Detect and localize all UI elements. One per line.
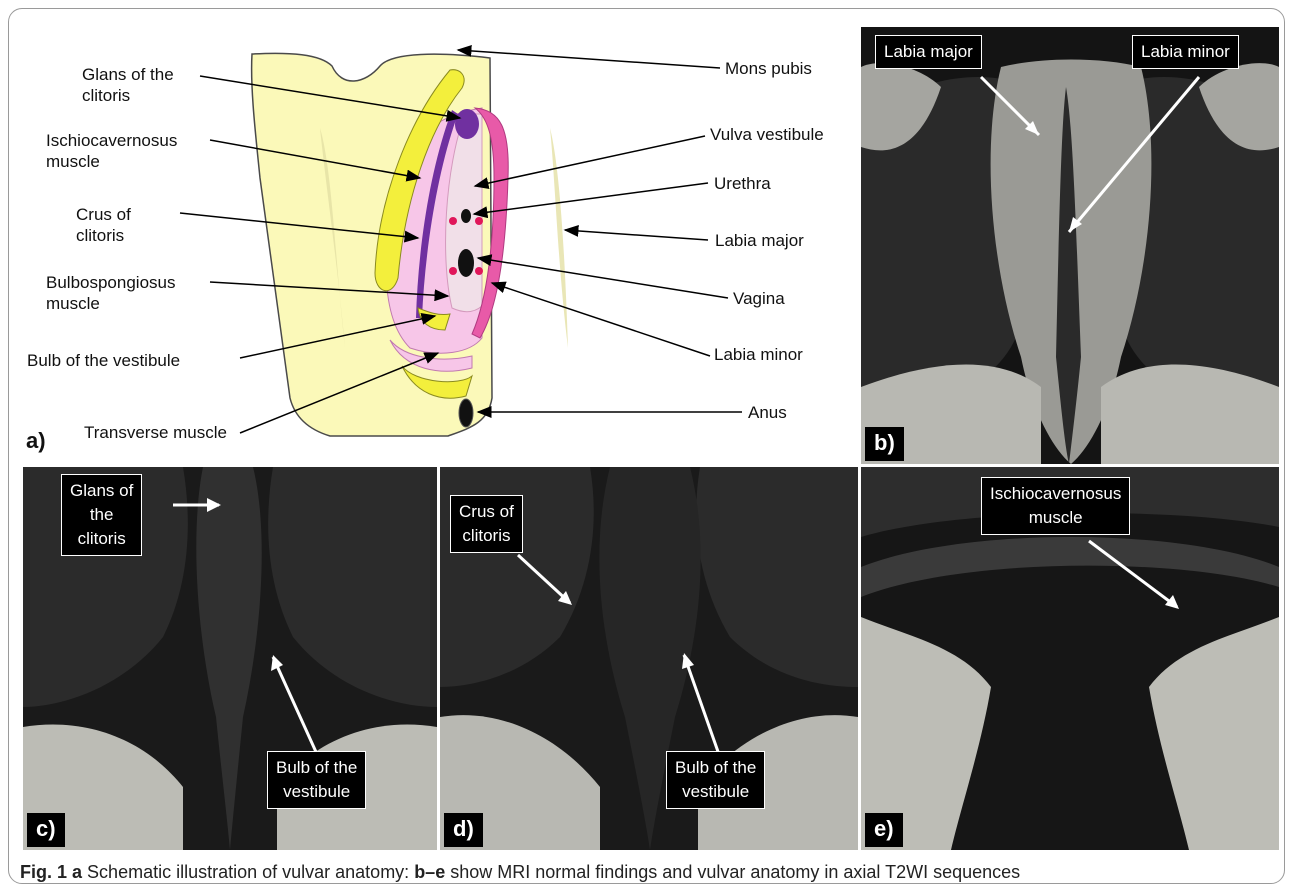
urethra-shape [461,209,471,223]
label-crus: Crus of clitoris [76,204,131,246]
label-d-bulb: Bulb of the vestibule [666,751,765,809]
label-c-glans: Glans of the clitoris [61,474,142,556]
panel-d-letter: d) [444,813,483,847]
panel-a-letter: a) [26,428,46,454]
label-vagina: Vagina [733,288,785,309]
caption-text-2: show MRI normal findings and vulvar anat… [445,862,1020,882]
label-e-ischiocavernosus: Ischiocavernosus muscle [981,477,1130,535]
panel-c-mri: Glans of the clitoris Bulb of the vestib… [23,467,437,850]
label-bulb-vestibule: Bulb of the vestibule [27,350,180,371]
label-labia-major: Labia major [715,230,804,251]
caption-fig-label: Fig. 1 [20,862,67,882]
label-anus: Anus [748,402,787,423]
vagina-shape [458,249,474,277]
label-transverse: Transverse muscle [84,422,227,443]
label-c-bulb: Bulb of the vestibule [267,751,366,809]
label-urethra: Urethra [714,173,771,194]
label-b-labia-major: Labia major [875,35,982,69]
figure-caption: Fig. 1 a Schematic illustration of vulva… [20,862,1020,883]
panel-a-schematic: Glans of the clitoris Ischiocavernosus m… [20,18,858,463]
caption-range: b–e [414,862,445,882]
label-b-labia-minor: Labia minor [1132,35,1239,69]
glans-shape [455,109,479,139]
mri-image-b [861,27,1279,464]
label-ischiocavernosus: Ischiocavernosus muscle [46,130,177,172]
label-labia-minor: Labia minor [714,344,803,365]
caption-a: a [72,862,82,882]
label-bulbospongiosus: Bulbospongiosus muscle [46,272,175,314]
panel-b-letter: b) [865,427,904,461]
panel-e-mri: Ischiocavernosus muscle e) [861,467,1279,850]
label-vulva-vestibule: Vulva vestibule [710,124,824,145]
panel-e-letter: e) [865,813,903,847]
panel-b-mri: Labia major Labia minor b) [861,27,1279,464]
panel-c-letter: c) [27,813,65,847]
caption-text-1: Schematic illustration of vulvar anatomy… [82,862,414,882]
anus-shape [459,399,473,427]
label-mons-pubis: Mons pubis [725,58,812,79]
panel-d-mri: Crus of clitoris Bulb of the vestibule d… [440,467,858,850]
label-d-crus: Crus of clitoris [450,495,523,553]
label-glans: Glans of the clitoris [82,64,174,106]
